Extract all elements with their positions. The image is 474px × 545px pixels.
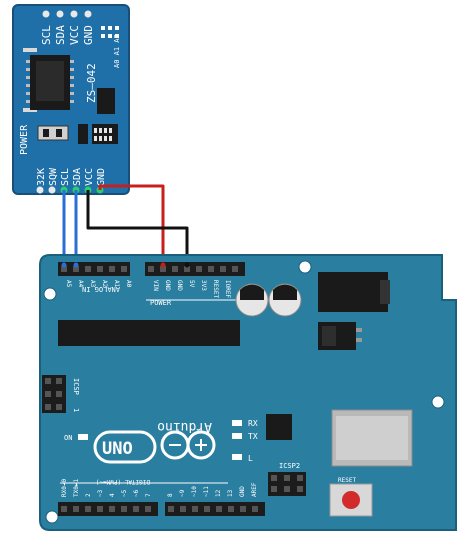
- digital-pin-label: 7: [145, 493, 152, 497]
- digital-header-right: [165, 502, 265, 516]
- mounting-hole: [298, 260, 312, 274]
- rtc-top-header: [42, 10, 92, 18]
- power-pin-label: VIN: [152, 280, 159, 291]
- digital-pin-label: TX0►1: [73, 479, 80, 497]
- digital-pin-label: ~3: [97, 489, 104, 497]
- analog-pin-label: A2: [101, 280, 108, 288]
- digital-label: DIGITAL (PWM=~): [96, 478, 150, 485]
- analog-in-label: ANALOG IN: [82, 285, 120, 293]
- rx-led: [232, 420, 242, 426]
- analog-pin-label: A5: [65, 280, 72, 288]
- capacitor: [268, 283, 302, 317]
- digital-pin-label: 4: [109, 493, 116, 497]
- digital-pin-label: GND: [239, 486, 246, 497]
- rtc-power-label: POWER: [19, 124, 30, 155]
- digital-pin-label: AREF: [251, 482, 258, 497]
- mounting-hole: [431, 395, 445, 409]
- rtc-bottom-pin-label: SCL: [60, 168, 71, 186]
- power-pin-label: RESET: [212, 280, 219, 298]
- power-header: [145, 262, 245, 276]
- rtc-module: SCL SDA VCC GND A0 A1 A2 ZS—042 POWER: [12, 4, 130, 195]
- power-pin-label: GND: [176, 280, 183, 291]
- rx-led-label: RX: [248, 419, 258, 428]
- arduino-brand: Arduino: [157, 419, 212, 434]
- tx-led-label: TX: [248, 432, 258, 441]
- rtc-top-pin-label: SCL: [40, 25, 53, 45]
- power-pin-label: IOREF: [224, 280, 231, 298]
- digital-pin-label: ~5: [121, 489, 128, 497]
- arduino-logo: [160, 430, 216, 460]
- digital-pin-label: RX0◄0: [61, 479, 68, 497]
- rtc-address-label: A0 A1 A2: [113, 34, 121, 68]
- voltage-regulator: [318, 322, 362, 350]
- rtc-bottom-pin-label: GND: [96, 168, 107, 186]
- wire-vcc: [98, 184, 165, 265]
- rtc-top-pin-label: SDA: [54, 25, 67, 45]
- rtc-top-pin-label: VCC: [68, 25, 81, 45]
- power-pin-label: GND: [164, 280, 171, 291]
- digital-pin-label: ~6: [133, 489, 140, 497]
- mounting-hole: [43, 287, 57, 301]
- analog-header: [58, 262, 130, 276]
- on-led-label: ON: [64, 434, 72, 442]
- icsp-marker: 1: [72, 408, 80, 412]
- icsp2-header: [268, 472, 306, 496]
- power-header-label: POWER: [150, 299, 172, 307]
- icsp-label: ICSP: [72, 378, 80, 395]
- rtc-smd-parts: [37, 124, 118, 144]
- rtc-bottom-pin-label: VCC: [84, 168, 95, 186]
- rtc-board: [12, 4, 130, 195]
- rtc-model-label: ZS—042: [85, 63, 98, 103]
- wire-gnd: [86, 190, 189, 265]
- uno-text: UNO: [102, 439, 133, 459]
- analog-pin-label: A1: [113, 280, 120, 288]
- rtc-bottom-pin-label: SQW: [48, 167, 59, 186]
- digital-pin-label: 12: [215, 489, 222, 497]
- wire-endpoints: [61, 262, 190, 268]
- mounting-hole: [45, 510, 59, 524]
- wires: [62, 184, 189, 265]
- icsp2-label: ICSP2: [279, 462, 300, 470]
- uno-logo: UNO: [93, 430, 157, 464]
- reset-button[interactable]: [329, 483, 373, 517]
- analog-pin-label: A0: [125, 280, 132, 288]
- digital-pin-label: ~11: [203, 486, 210, 497]
- rtc-top-pin-label: GND: [82, 25, 95, 45]
- rtc-bottom-pin-label: SDA: [72, 168, 83, 186]
- rtc-eeprom-chip: [23, 48, 74, 112]
- l-led-label: L: [248, 454, 253, 463]
- digital-pin-label: 2: [85, 493, 92, 497]
- digital-pin-label: 8: [167, 493, 174, 497]
- digital-pin-label: 13: [227, 489, 234, 497]
- rtc-bottom-pin-label: 32K: [36, 168, 47, 186]
- analog-pin-label: A4: [77, 280, 84, 288]
- power-pin-label: 3V3: [200, 280, 207, 291]
- icsp-header: [42, 375, 66, 413]
- dc-power-jack: [318, 272, 390, 312]
- on-led: [78, 434, 88, 440]
- digital-pin-label: ~9: [179, 489, 186, 497]
- usb-chip: [266, 414, 292, 440]
- reset-label: RESET: [338, 477, 356, 484]
- digital-header-left: [58, 502, 158, 516]
- usb-connector: [331, 409, 413, 467]
- capacitor: [235, 283, 269, 317]
- rtc-small-chip: [97, 88, 115, 114]
- rtc-address-pads: [101, 26, 119, 38]
- tx-led: [232, 433, 242, 439]
- l-led: [232, 454, 242, 460]
- digital-pin-label: ~10: [191, 486, 198, 497]
- analog-pin-label: A3: [89, 280, 96, 288]
- atmega-chip: [58, 320, 240, 346]
- power-pin-label: 5V: [188, 280, 195, 288]
- arduino-uno: A5 A4 A3 A2 A1 A0 ANALOG IN VIN GND GND …: [39, 254, 457, 531]
